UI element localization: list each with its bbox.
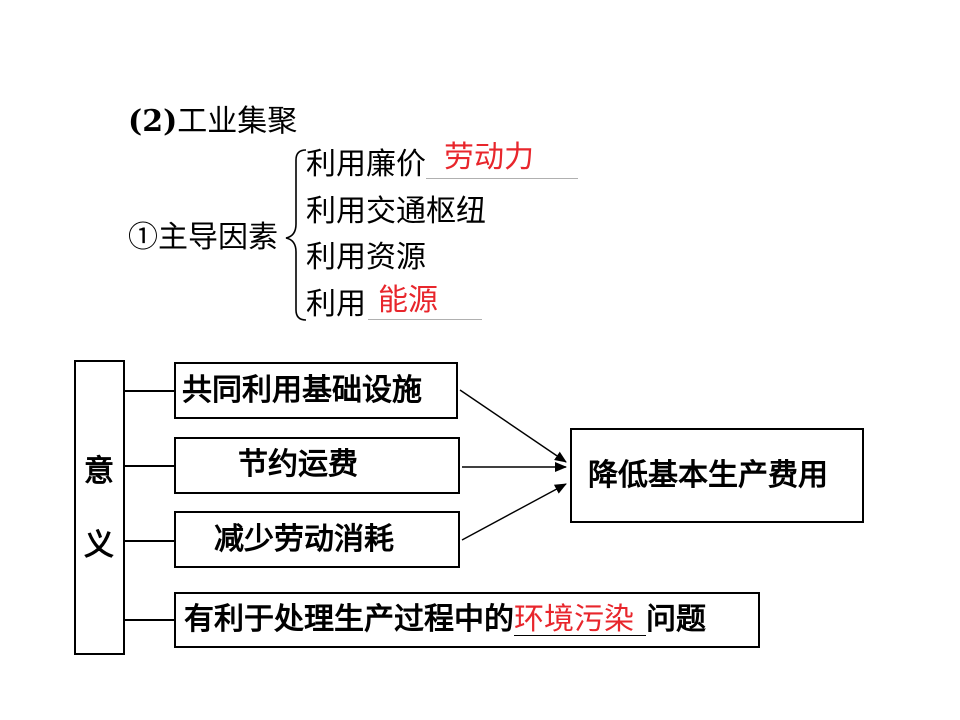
result-box: 降低基本生产费用 — [570, 428, 864, 523]
answer-blank-line — [426, 178, 578, 179]
connector-line — [124, 465, 176, 467]
benefit-box-labor: 减少劳动消耗 — [174, 511, 460, 568]
significance-char: 义 — [84, 528, 114, 563]
factor-prefix: 利用交通枢纽 — [306, 194, 486, 229]
benefit-text: 共同利用基础设施 — [182, 373, 422, 408]
environment-suffix: 问题 — [646, 602, 706, 637]
factor-item-1: 利用廉价 — [306, 147, 426, 183]
connector-line — [124, 540, 176, 542]
factor-item-2: 利用交通枢纽 — [306, 194, 486, 230]
benefit-text: 节约运费 — [238, 447, 358, 482]
benefit-box-infrastructure: 共同利用基础设施 — [174, 362, 458, 419]
environment-box: 有利于处理生产过程中的环境污染问题 — [174, 592, 760, 648]
benefit-box-freight: 节约运费 — [174, 437, 460, 494]
section-heading: (2)工业集聚 — [128, 104, 297, 140]
factor-item-4: 利用 — [306, 287, 366, 323]
factor-prefix: 利用资源 — [306, 240, 426, 275]
factors-label: ①主导因素 — [128, 220, 278, 255]
section-title: 工业集聚 — [177, 104, 298, 139]
factor-item-3: 利用资源 — [306, 240, 426, 276]
answer-blank-line — [368, 319, 482, 320]
factor-prefix: 利用廉价 — [306, 147, 426, 182]
section-number: (2) — [128, 104, 178, 139]
connector-line — [124, 619, 176, 621]
connector-line — [124, 390, 176, 392]
factor-answer-labor: 劳动力 — [444, 140, 534, 175]
benefit-text: 减少劳动消耗 — [214, 522, 394, 557]
factor-prefix: 利用 — [306, 287, 366, 322]
result-text: 降低基本生产费用 — [588, 458, 828, 493]
significance-label-box: 意 义 — [74, 360, 125, 655]
environment-answer: 环境污染 — [514, 605, 646, 636]
environment-text: 有利于处理生产过程中的环境污染问题 — [184, 602, 706, 638]
factor-answer-energy: 能源 — [378, 283, 438, 318]
significance-char: 意 — [84, 454, 114, 489]
environment-prefix: 有利于处理生产过程中的 — [184, 602, 514, 637]
arrow-infrastructure — [459, 389, 567, 463]
arrow-labor — [461, 483, 567, 541]
